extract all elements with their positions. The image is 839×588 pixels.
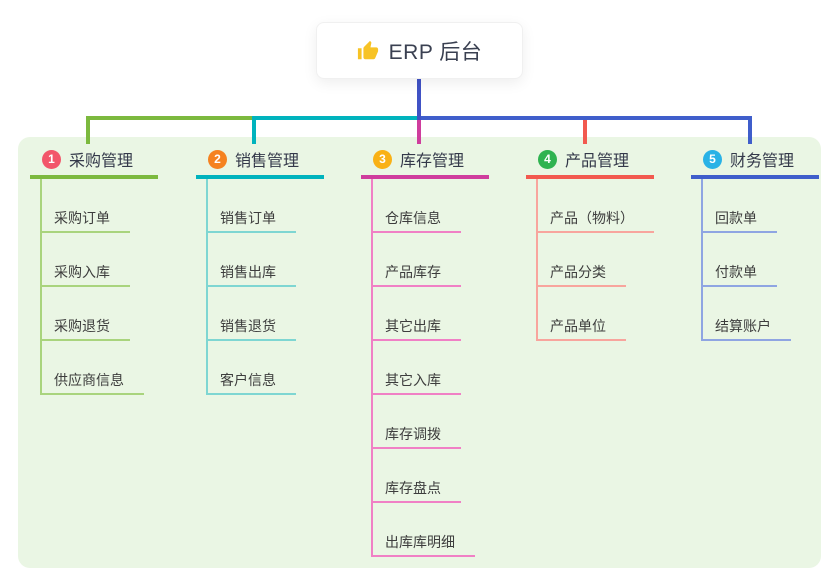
child-node[interactable]: 结算账户 <box>701 287 791 341</box>
child-node-label: 产品单位 <box>550 318 606 334</box>
branch-children: 产品（物料） 产品分类 产品单位 <box>536 179 676 341</box>
branch-node-2: 2 销售管理 销售订单 销售出库 销售退货 客户信息 <box>196 143 346 395</box>
child-node-label: 其它出库 <box>385 318 441 334</box>
child-node[interactable]: 库存调拨 <box>371 395 461 449</box>
child-node-label: 采购退货 <box>54 318 110 334</box>
child-node[interactable]: 采购退货 <box>40 287 130 341</box>
branch-title[interactable]: 2 销售管理 <box>196 143 324 179</box>
child-node-label: 回款单 <box>715 210 757 226</box>
branches-panel <box>18 137 821 568</box>
branch-title[interactable]: 4 产品管理 <box>526 143 654 179</box>
branch-label: 库存管理 <box>400 153 465 170</box>
child-node[interactable]: 其它入库 <box>371 341 461 395</box>
branch-child-connector <box>371 179 373 557</box>
child-node-label: 销售退货 <box>220 318 276 334</box>
child-node[interactable]: 回款单 <box>701 179 777 233</box>
child-node[interactable]: 供应商信息 <box>40 341 144 395</box>
child-node-label: 销售出库 <box>220 264 276 280</box>
branch-children: 仓库信息 产品库存 其它出库 其它入库 库存调拨 库存盘点 出库库明细 <box>371 179 511 557</box>
child-node[interactable]: 销售退货 <box>206 287 296 341</box>
child-node-label: 采购入库 <box>54 264 110 280</box>
branch-child-connector <box>40 179 42 395</box>
child-node-label: 出库库明细 <box>385 534 455 550</box>
branch-title[interactable]: 5 财务管理 <box>691 143 819 179</box>
branch-label: 财务管理 <box>730 153 795 170</box>
branch-child-connector <box>536 179 538 341</box>
child-node[interactable]: 付款单 <box>701 233 777 287</box>
child-node-label: 客户信息 <box>220 372 276 388</box>
branch-index-badge: 2 <box>208 149 227 169</box>
child-node-label: 产品（物料） <box>550 210 634 226</box>
child-node[interactable]: 产品单位 <box>536 287 626 341</box>
root-node[interactable]: ERP 后台 <box>316 22 523 79</box>
branch-label: 产品管理 <box>565 153 630 170</box>
branch-node-4: 4 产品管理 产品（物料） 产品分类 产品单位 <box>526 143 676 341</box>
branch-index-badge: 3 <box>373 149 392 169</box>
child-node[interactable]: 产品分类 <box>536 233 626 287</box>
child-node-label: 采购订单 <box>54 210 110 226</box>
branch-label: 采购管理 <box>69 153 134 170</box>
branch-index-badge: 5 <box>703 149 722 169</box>
child-node[interactable]: 采购订单 <box>40 179 130 233</box>
branch-child-connector <box>701 179 703 341</box>
child-node-label: 供应商信息 <box>54 372 124 388</box>
child-node[interactable]: 其它出库 <box>371 287 461 341</box>
branch-children: 采购订单 采购入库 采购退货 供应商信息 <box>40 179 180 395</box>
child-node-label: 库存调拨 <box>385 426 441 442</box>
branch-index-badge: 4 <box>538 149 557 169</box>
child-node[interactable]: 产品（物料） <box>536 179 654 233</box>
thumbs-up-icon <box>357 40 378 59</box>
child-node[interactable]: 库存盘点 <box>371 449 461 503</box>
child-node-label: 付款单 <box>715 264 757 280</box>
branch-node-5: 5 财务管理 回款单 付款单 结算账户 <box>691 143 839 341</box>
child-node-label: 销售订单 <box>220 210 276 226</box>
child-node-label: 产品库存 <box>385 264 441 280</box>
root-node-label: ERP 后台 <box>388 40 483 64</box>
child-node[interactable]: 采购入库 <box>40 233 130 287</box>
branch-children: 销售订单 销售出库 销售退货 客户信息 <box>206 179 346 395</box>
child-node[interactable]: 客户信息 <box>206 341 296 395</box>
child-node-label: 其它入库 <box>385 372 441 388</box>
child-node[interactable]: 产品库存 <box>371 233 461 287</box>
child-node[interactable]: 销售出库 <box>206 233 296 287</box>
child-node[interactable]: 仓库信息 <box>371 179 461 233</box>
child-node-label: 库存盘点 <box>385 480 441 496</box>
child-node-label: 产品分类 <box>550 264 606 280</box>
branch-label: 销售管理 <box>235 153 300 170</box>
branch-title[interactable]: 3 库存管理 <box>361 143 489 179</box>
branch-child-connector <box>206 179 208 395</box>
branch-children: 回款单 付款单 结算账户 <box>701 179 839 341</box>
branch-node-3: 3 库存管理 仓库信息 产品库存 其它出库 其它入库 库存调拨 库存盘点 出库库… <box>361 143 511 557</box>
child-node[interactable]: 销售订单 <box>206 179 296 233</box>
child-node[interactable]: 出库库明细 <box>371 503 475 557</box>
branch-node-1: 1 采购管理 采购订单 采购入库 采购退货 供应商信息 <box>30 143 180 395</box>
child-node-label: 仓库信息 <box>385 210 441 226</box>
child-node-label: 结算账户 <box>715 318 771 334</box>
branch-title[interactable]: 1 采购管理 <box>30 143 158 179</box>
branch-index-badge: 1 <box>42 149 61 169</box>
